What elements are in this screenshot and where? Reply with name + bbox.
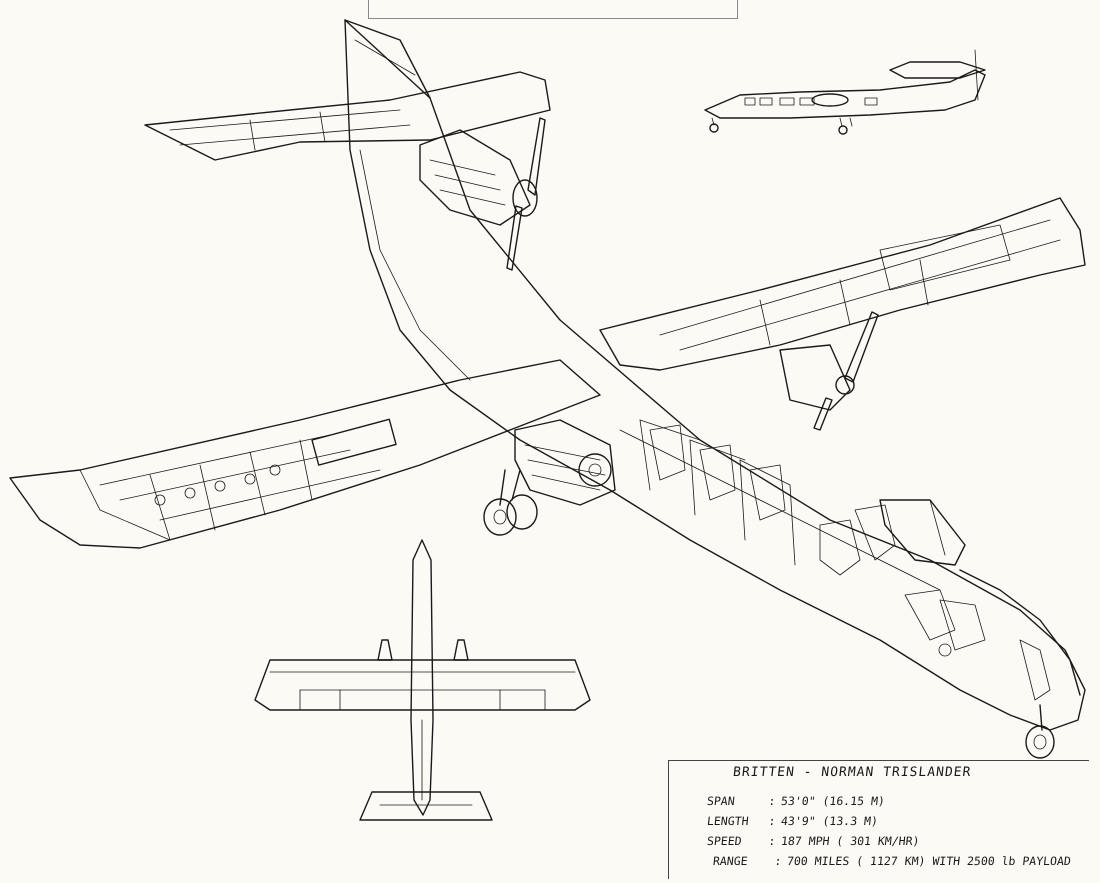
main-wing-left: [9, 359, 601, 549]
spec-value: 43'9" (13.3 M): [780, 814, 879, 828]
spec-value: 53'0" (16.15 M): [780, 794, 886, 808]
main-wing-right: [599, 197, 1086, 371]
sheet-border-top: [368, 0, 738, 19]
upper-engine: [419, 117, 546, 271]
spec-value: 700 MILES ( 1127 KM) WITH 2500 lb PAYLOA…: [786, 854, 1072, 868]
aircraft-title: BRITTEN - NORMAN TRISLANDER: [732, 765, 973, 780]
spec-row-length: LENGTH:43'9" (13.3 M): [706, 814, 879, 828]
plan-view: [254, 539, 591, 821]
spec-row-range: RANGE:700 MILES ( 1127 KM) WITH 2500 lb …: [712, 854, 1072, 868]
exposed-engine: [514, 419, 616, 506]
wing-engine-right: [779, 311, 879, 431]
spec-label: RANGE: [712, 854, 749, 868]
spec-value: 187 MPH ( 301 KM/HR): [780, 834, 921, 848]
tailplane: [144, 19, 551, 161]
main-cutaway-view: [9, 19, 1086, 759]
main-landing-gear: [483, 469, 538, 536]
spec-label: LENGTH: [706, 814, 750, 828]
spec-row-span: SPAN:53'0" (16.15 M): [706, 794, 886, 808]
fuselage: [344, 19, 1086, 759]
spec-label: SPEED: [706, 834, 743, 848]
side-elevation-view: [704, 49, 986, 135]
specification-panel: BRITTEN - NORMAN TRISLANDER SPAN:53'0" (…: [668, 760, 1089, 879]
spec-label: SPAN: [706, 794, 736, 808]
spec-row-speed: SPEED:187 MPH ( 301 KM/HR): [706, 834, 921, 848]
